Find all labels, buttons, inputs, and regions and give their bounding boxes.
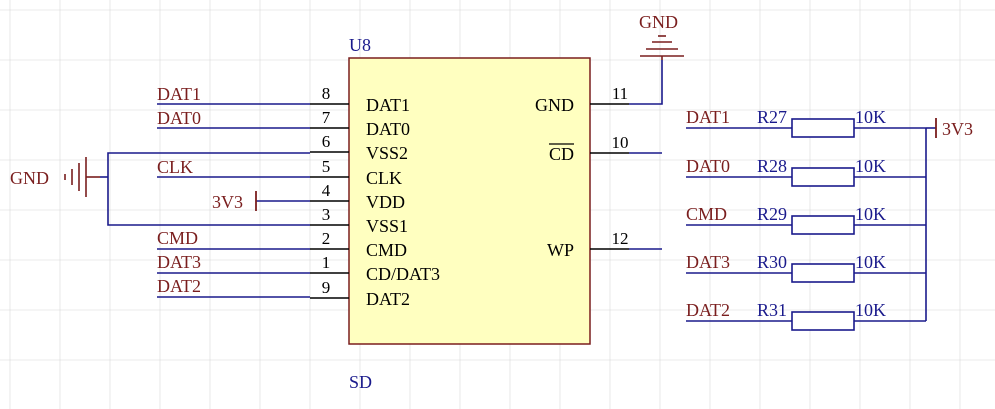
net-label-dat0[interactable]: DAT0 <box>157 108 201 128</box>
wire-ground-bracket <box>107 152 310 226</box>
resistor-value: 10K <box>855 204 886 224</box>
pin-1[interactable]: 1CD/DAT3 <box>310 253 440 284</box>
pullup-row-r27[interactable]: DAT1 R27 10K <box>686 107 926 138</box>
pin-number: 1 <box>322 253 331 272</box>
pullup-row-r31[interactable]: DAT2 R31 10K <box>686 300 926 331</box>
resistor-ref: R31 <box>757 300 787 320</box>
net-label-cmd[interactable]: CMD <box>157 228 198 248</box>
pin-number: 3 <box>322 205 331 224</box>
sd-card-component[interactable]: U8 SD <box>348 35 591 392</box>
net-label-clk[interactable]: CLK <box>157 157 193 177</box>
pullup-network: 3V3 DAT1 R27 10K DAT0 R28 10K CMD R29 10K DAT3 R30… <box>686 107 973 331</box>
component-designator: U8 <box>349 35 371 55</box>
pin-name: GND <box>535 95 574 115</box>
pin-number: 5 <box>322 157 331 176</box>
resistor-body <box>791 263 855 283</box>
resistor-ref: R30 <box>757 252 787 272</box>
pin-name: CLK <box>366 168 402 188</box>
component-body <box>348 57 591 345</box>
resistor-value: 10K <box>855 300 886 320</box>
resistor-ref: R28 <box>757 156 787 176</box>
pullup-row-r29[interactable]: CMD R29 10K <box>686 204 926 235</box>
pullup-row-r30[interactable]: DAT3 R30 10K <box>686 252 926 283</box>
pin-number: 11 <box>612 84 628 103</box>
pin-name: VSS2 <box>366 143 408 163</box>
pin-name: VSS1 <box>366 216 408 236</box>
ground-symbol-left[interactable]: GND <box>10 157 100 197</box>
pin-number: 6 <box>322 132 331 151</box>
pin-number: 9 <box>322 278 331 297</box>
pullup-net-label: DAT2 <box>686 300 730 320</box>
pin-name: CD <box>549 144 574 164</box>
net-label-dat3[interactable]: DAT3 <box>157 252 201 272</box>
right-nets: GND <box>629 12 684 250</box>
left-nets: DAT1 DAT0 CLK CMD DAT3 DAT2 GND 3V3 <box>10 84 310 298</box>
ground-label-left: GND <box>10 168 49 188</box>
left-pins: 8DAT17DAT06VSS25CLK4VDD3VSS12CMD1CD/DAT3… <box>310 84 440 309</box>
pin-name: VDD <box>366 192 405 212</box>
pullup-row-r28[interactable]: DAT0 R28 10K <box>686 156 926 187</box>
net-label-dat1[interactable]: DAT1 <box>157 84 201 104</box>
resistor-body <box>791 215 855 235</box>
pullup-net-label: DAT1 <box>686 107 730 127</box>
pin-name: CD/DAT3 <box>366 264 440 284</box>
pin-number: 2 <box>322 229 331 248</box>
ground-symbol-top[interactable]: GND <box>639 12 684 60</box>
pin-number: 8 <box>322 84 331 103</box>
power-label-vdd[interactable]: 3V3 <box>212 192 243 212</box>
pin-name: DAT1 <box>366 95 410 115</box>
power-label-pullup[interactable]: 3V3 <box>942 119 973 139</box>
pin-name: WP <box>547 240 574 260</box>
pin-number: 12 <box>612 229 629 248</box>
resistor-body <box>791 167 855 187</box>
resistor-ref: R29 <box>757 204 787 224</box>
pin-number: 4 <box>322 181 331 200</box>
pullup-net-label: CMD <box>686 204 727 224</box>
net-label-dat2[interactable]: DAT2 <box>157 276 201 296</box>
pin-name: DAT0 <box>366 119 410 139</box>
resistor-ref: R27 <box>757 107 787 127</box>
resistor-body <box>791 311 855 331</box>
resistor-value: 10K <box>855 107 886 127</box>
pin-number: 10 <box>612 133 629 152</box>
resistor-value: 10K <box>855 156 886 176</box>
ground-label-top: GND <box>639 12 678 32</box>
resistor-body <box>791 118 855 138</box>
resistor-value: 10K <box>855 252 886 272</box>
pin-name: DAT2 <box>366 289 410 309</box>
pullup-net-label: DAT3 <box>686 252 730 272</box>
wire-gnd-pin11 <box>629 60 663 105</box>
component-value: SD <box>349 372 372 392</box>
pin-name: CMD <box>366 240 407 260</box>
pullup-net-label: DAT0 <box>686 156 730 176</box>
pin-number: 7 <box>322 108 331 127</box>
